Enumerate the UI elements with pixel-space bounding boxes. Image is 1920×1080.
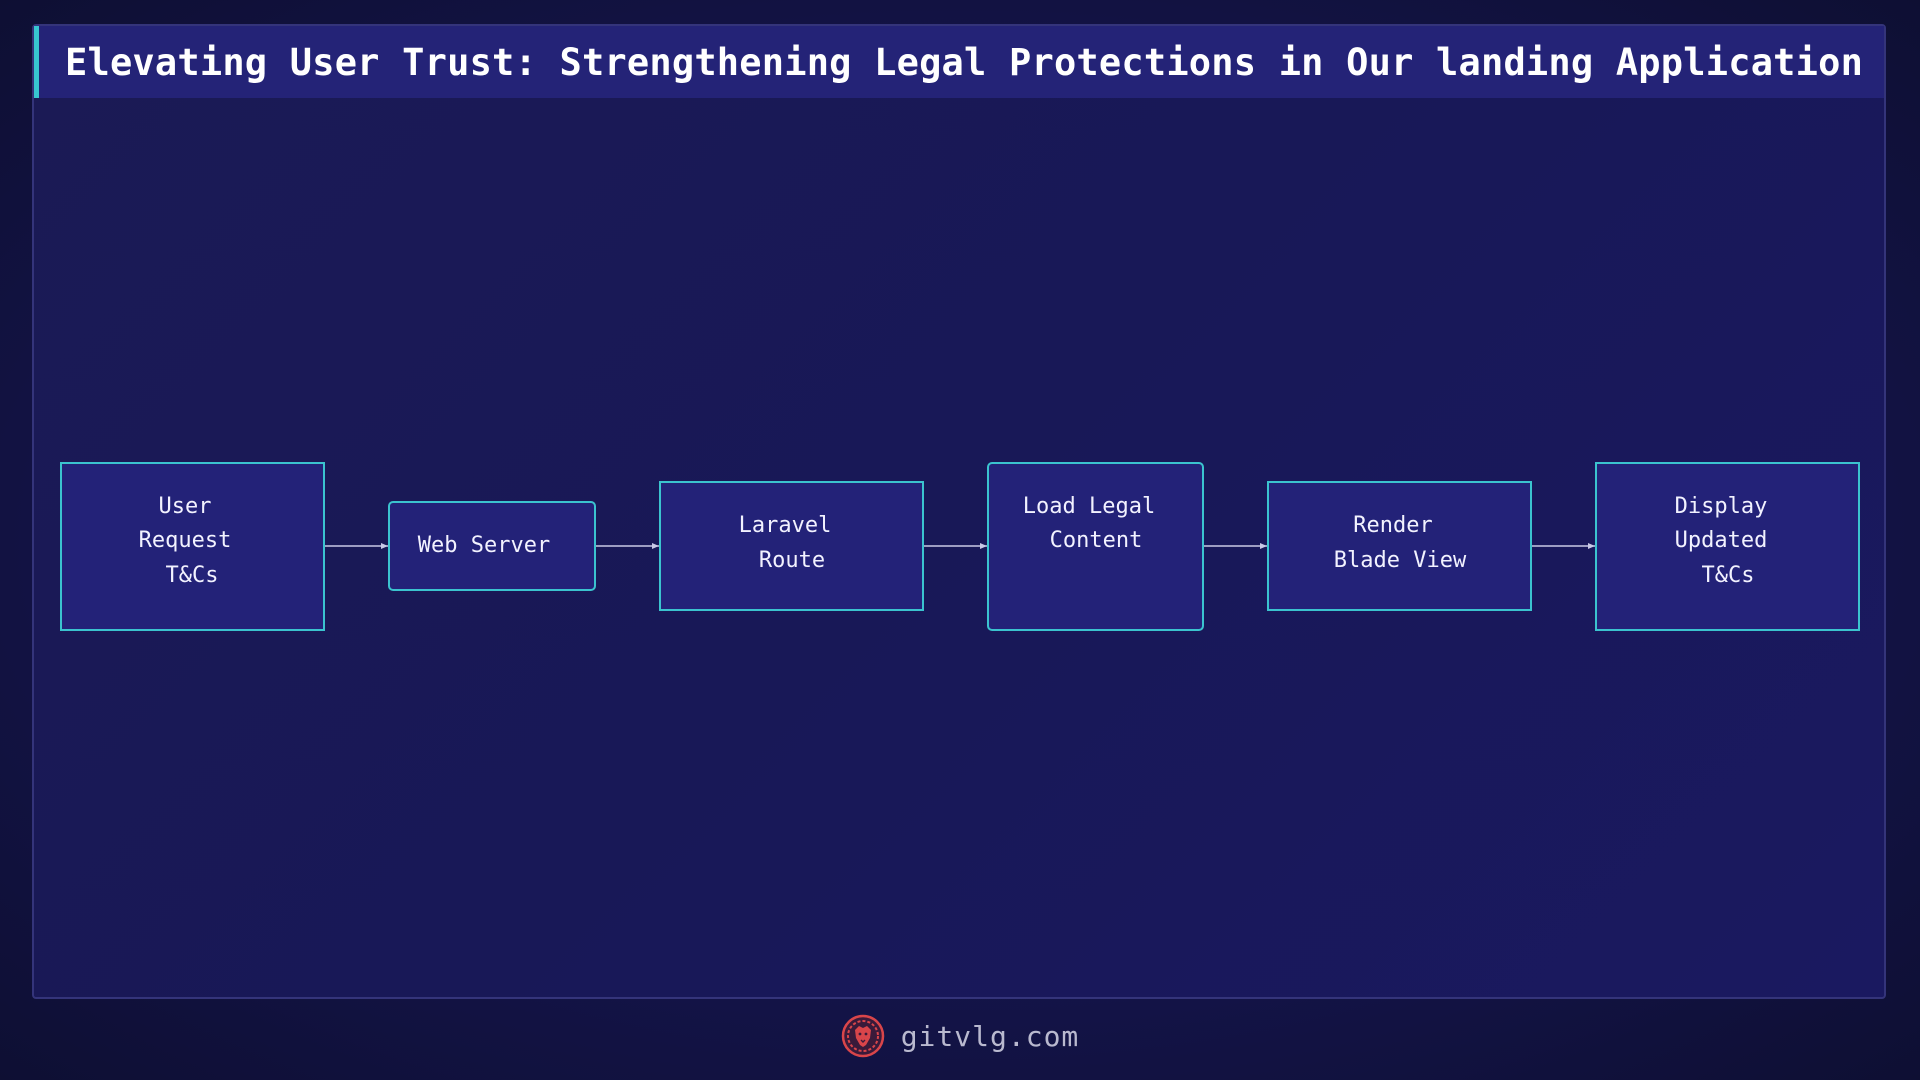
node-laravel-route: Laravel Route: [659, 481, 924, 611]
title-bar: Elevating User Trust: Strengthening Lega…: [34, 26, 1884, 98]
node-label-line: Render: [1353, 513, 1432, 538]
node-label-line: Updated: [1675, 528, 1768, 553]
node-label-line: Load Legal: [1023, 494, 1155, 519]
node-load-legal-content: Load Legal Content: [987, 462, 1204, 631]
node-label-line: Route: [759, 548, 825, 573]
node-label-line: Blade View: [1334, 548, 1467, 573]
page-title: Elevating User Trust: Strengthening Lega…: [65, 40, 1864, 84]
footer: gitvlg.com: [0, 1008, 1920, 1064]
node-label-line: Laravel: [739, 513, 832, 538]
node-label-line: Web Server: [418, 533, 550, 558]
footer-site-link[interactable]: gitvlg.com: [900, 1019, 1080, 1053]
node-label-line: User: [159, 494, 212, 519]
node-label-line: Display: [1675, 494, 1768, 519]
node-label-line: T&Cs: [1702, 563, 1755, 588]
diagram-frame: Elevating User Trust: Strengthening Lega…: [32, 24, 1886, 999]
node-render-blade-view: Render Blade View: [1267, 481, 1532, 611]
node-label-line: T&Cs: [166, 563, 219, 588]
node-user-request: User Request T&Cs: [60, 462, 325, 631]
node-label-line: Request: [139, 528, 232, 553]
node-display-updated: Display Updated T&Cs: [1595, 462, 1860, 631]
lion-logo-icon: [841, 1014, 884, 1058]
node-web-server: Web Server: [388, 501, 596, 591]
node-label-line: Content: [1050, 528, 1143, 553]
